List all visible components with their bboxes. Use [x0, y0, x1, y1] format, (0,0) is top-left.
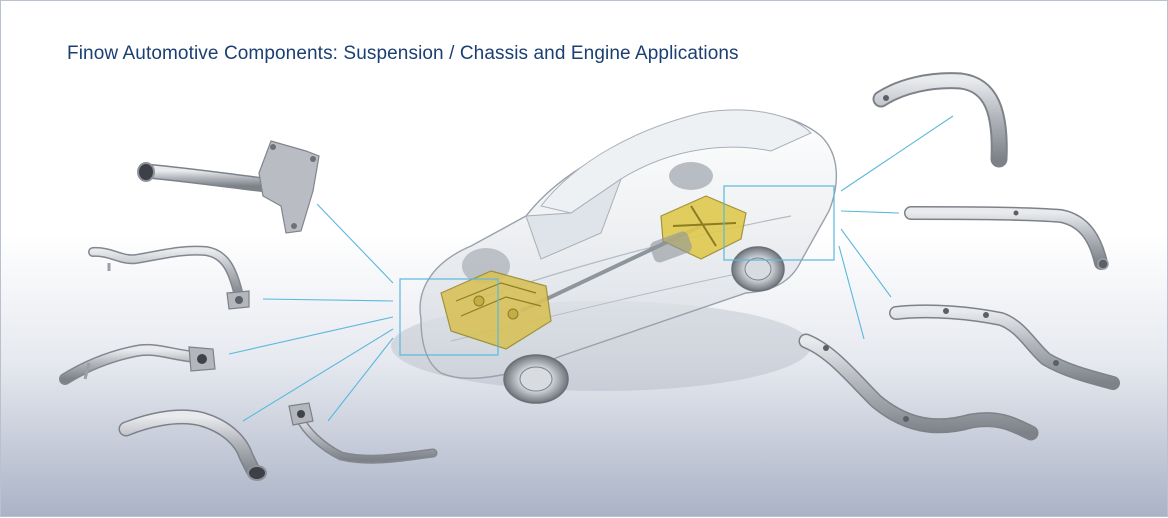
car-windshield	[525, 177, 623, 260]
rear-wheel	[731, 246, 785, 292]
part-engine-4	[118, 409, 267, 481]
part-engine-2	[88, 245, 250, 310]
callout-line-chassis-1	[840, 115, 954, 192]
part-chassis-1	[872, 72, 1008, 168]
front-wheel	[503, 354, 569, 404]
rear-wheel-far	[669, 162, 713, 190]
callout-line-engine-2	[262, 298, 394, 302]
part-engine-5	[288, 402, 438, 464]
car-cutaway	[391, 109, 837, 404]
callout-line-engine-1	[316, 203, 394, 284]
suspension-callout-box	[723, 185, 835, 261]
callout-line-chassis-2	[840, 210, 900, 214]
part-engine-3	[59, 343, 216, 385]
callout-line-chassis-3	[840, 228, 892, 298]
engine-callout-box	[399, 278, 499, 356]
callout-lines	[228, 115, 954, 422]
part-chassis-4	[798, 333, 1039, 441]
part-chassis-3	[889, 304, 1120, 390]
fuel-tank	[650, 231, 692, 263]
page-title: Finow Automotive Components: Suspension …	[67, 43, 739, 64]
callout-line-chassis-4	[838, 245, 865, 340]
engine-block-highlight	[440, 270, 552, 350]
callout-line-engine-3	[228, 316, 394, 355]
callout-line-engine-5	[327, 337, 394, 422]
callout-line-engine-4	[242, 328, 394, 422]
part-engine-1	[137, 140, 320, 234]
part-chassis-2	[904, 206, 1109, 270]
